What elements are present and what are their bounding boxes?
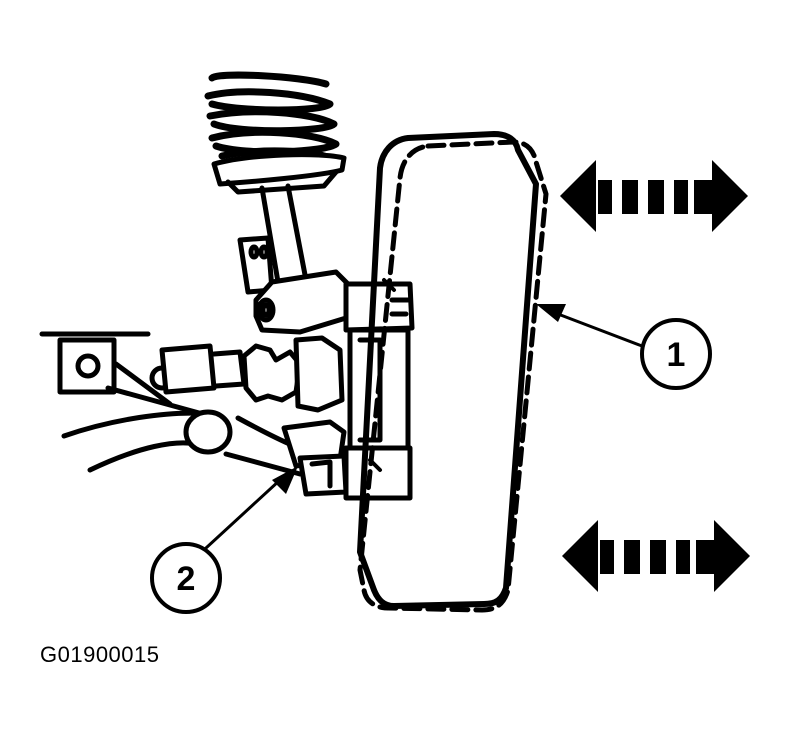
- lower-movement-arrow-icon: [562, 520, 750, 592]
- callout-1-leader: [536, 304, 644, 348]
- tie-rod-end: [297, 453, 349, 497]
- callout-1-label: 1: [667, 336, 686, 374]
- strut-bracket: [237, 235, 351, 335]
- tire-inner-wall: [368, 278, 396, 472]
- coil-spring: [204, 71, 340, 162]
- tire-outline-dashed: [357, 139, 549, 613]
- callout-1: 1: [640, 318, 712, 390]
- spring-seat: [211, 152, 347, 195]
- callout-2: 2: [150, 542, 222, 614]
- callout-2-label: 2: [177, 560, 196, 598]
- strut-rod: [259, 183, 309, 285]
- callout-2-leader: [204, 466, 298, 550]
- figure-code: G01900015: [40, 642, 160, 667]
- drive-shaft: [39, 331, 345, 419]
- upper-movement-arrow-icon: [560, 160, 748, 232]
